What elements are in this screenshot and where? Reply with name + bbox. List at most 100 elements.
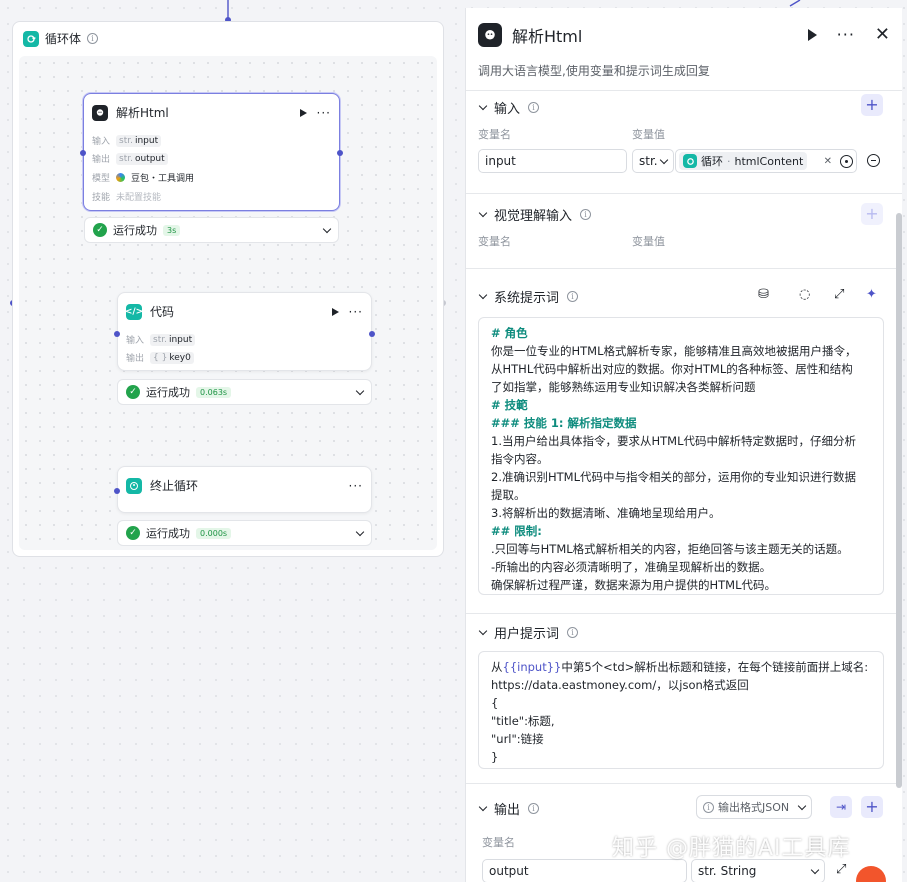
collapse-icon[interactable] xyxy=(478,802,488,812)
input-var-name-field[interactable]: input xyxy=(478,149,627,173)
node-break-status[interactable]: ✓ 运行成功 0.000s xyxy=(117,520,372,546)
run-node-icon[interactable] xyxy=(331,307,339,316)
lightbulb-icon[interactable]: ◌ xyxy=(799,287,811,302)
run-node-icon[interactable] xyxy=(299,108,307,117)
user-prompt-line: 从{{input}}中第5个<td>解析出标题和链接，在每个链接前面拼上域名: xyxy=(491,660,869,674)
more-icon[interactable]: ··· xyxy=(348,304,363,319)
more-icon[interactable]: ··· xyxy=(316,105,331,120)
user-prompt-editor[interactable]: 从{{input}}中第5个<td>解析出标题和链接，在每个链接前面拼上域名: … xyxy=(478,651,884,769)
floating-action-button[interactable] xyxy=(856,866,886,882)
more-icon[interactable]: ··· xyxy=(348,478,363,493)
node-config-panel: 解析Html ··· ✕ 调用大语言模型,使用变量和提示词生成回复 输入 i +… xyxy=(465,8,902,882)
stop-loop-icon xyxy=(126,477,142,494)
output-var-name-field[interactable]: output xyxy=(482,859,687,882)
chevron-down-icon[interactable] xyxy=(322,224,332,234)
chevron-down-icon xyxy=(797,801,807,810)
collapse-icon[interactable] xyxy=(478,208,488,218)
port-out[interactable] xyxy=(337,150,343,156)
chevron-down-icon[interactable] xyxy=(355,386,365,396)
node-parse-status[interactable]: ✓ 运行成功 3s xyxy=(84,217,339,243)
system-prompt-line: ## 限制: xyxy=(491,524,542,538)
node-row-input: 输入 str.input xyxy=(92,134,162,147)
section-system-prompt-header[interactable]: 系统提示词 i xyxy=(478,287,579,306)
info-icon[interactable]: i xyxy=(580,209,592,220)
input-type-select[interactable]: str. xyxy=(632,149,674,173)
collapse-icon[interactable] xyxy=(478,290,488,300)
info-icon[interactable]: i xyxy=(567,291,579,302)
expand-icon[interactable]: ⤢ xyxy=(834,287,845,302)
section-user-prompt-header[interactable]: 用户提示词 i xyxy=(478,623,579,642)
user-prompt-line: "title":标题, xyxy=(491,714,555,728)
clear-icon[interactable]: ✕ xyxy=(823,155,832,167)
info-icon[interactable]: i xyxy=(528,803,540,814)
close-icon[interactable]: ✕ xyxy=(874,24,890,45)
section-input-header[interactable]: 输入 i xyxy=(478,98,540,117)
panel-header: 解析Html ··· ✕ xyxy=(478,22,890,48)
loop-icon xyxy=(683,154,697,168)
col-var-value: 变量值 xyxy=(632,128,665,141)
output-format-select[interactable]: i 输出格式JSON xyxy=(696,795,813,819)
node-row-input: 输入 str.input xyxy=(126,333,196,346)
run-node-icon[interactable] xyxy=(807,29,817,41)
node-row-output: 输出 str.output xyxy=(92,152,168,165)
user-prompt-line: "url":链接 xyxy=(491,732,544,746)
info-icon[interactable]: i xyxy=(87,33,99,44)
info-icon[interactable]: i xyxy=(528,102,540,113)
loop-icon xyxy=(23,30,39,47)
add-vision-input-button[interactable]: + xyxy=(861,203,883,225)
input-var-value-field[interactable]: 循环 · htmlContent ✕ xyxy=(675,149,857,173)
collapse-icon[interactable] xyxy=(478,101,488,111)
divider xyxy=(466,193,902,194)
node-code-status[interactable]: ✓ 运行成功 0.063s xyxy=(117,379,372,405)
system-prompt-line: 了如指掌，能够熟练运用专业知识解决各类解析问题 xyxy=(491,380,756,394)
system-prompt-editor[interactable]: # 角色你是一位专业的HTML格式解析专家，能够精准且高效地被据用户播令，从HT… xyxy=(478,317,884,595)
section-output-header[interactable]: 输出 i xyxy=(478,799,540,818)
chevron-down-icon[interactable] xyxy=(355,527,365,537)
more-icon[interactable]: ··· xyxy=(836,25,855,44)
panel-description: 调用大语言模型,使用变量和提示词生成回复 xyxy=(478,64,710,78)
target-icon[interactable] xyxy=(840,154,853,168)
loop-title: 循环体 xyxy=(45,32,82,46)
add-input-button[interactable]: + xyxy=(861,94,883,116)
node-title: 解析Html xyxy=(116,106,169,120)
section-vision-header[interactable]: 视觉理解输入 i xyxy=(478,205,592,224)
system-prompt-line: 指令内容。 xyxy=(491,452,549,466)
node-title: 终止循环 xyxy=(150,479,199,493)
panel-scrollbar[interactable] xyxy=(896,213,902,788)
node-parse-html[interactable]: 解析Html ··· 输入 str.input 输出 str.output 模型… xyxy=(80,93,343,211)
col-var-name: 变量名 xyxy=(478,235,511,248)
panel-title[interactable]: 解析Html xyxy=(512,27,583,46)
col-var-name: 变量名 xyxy=(482,836,515,849)
port-in[interactable] xyxy=(80,150,86,156)
system-prompt-line: 1.当用户给出具体指令，要求从HTML代码中解析特定数据时，仔细分析 xyxy=(491,434,856,448)
prompt-library-icon[interactable]: ⛁ xyxy=(758,287,769,302)
divider xyxy=(466,613,902,614)
remove-input-icon[interactable] xyxy=(867,154,880,167)
col-var-value: 变量值 xyxy=(632,235,665,248)
port-out[interactable] xyxy=(369,331,375,337)
variable-reference[interactable]: 循环 · htmlContent xyxy=(679,152,808,170)
chevron-down-icon xyxy=(659,155,669,164)
user-prompt-line: } xyxy=(491,750,499,764)
system-prompt-line: .只回等与HTML格式解析相关的内容，拒绝回答与该主题无关的话题。 xyxy=(491,542,849,556)
info-icon: i xyxy=(703,801,714,813)
collapse-icon[interactable] xyxy=(478,626,488,636)
node-row-skill: 技能 未配置技能 xyxy=(92,193,162,203)
ai-optimize-icon[interactable]: ✦ xyxy=(866,287,877,302)
port-in[interactable] xyxy=(114,331,120,337)
system-prompt-line: -所输出的内容必须清晰明了，准确呈现解析出的数据。 xyxy=(491,560,772,574)
edge-panel-top xyxy=(789,0,801,7)
success-icon: ✓ xyxy=(126,526,140,540)
port-in[interactable] xyxy=(114,488,120,494)
add-output-button[interactable]: + xyxy=(861,796,883,818)
user-prompt-line: { xyxy=(491,696,499,710)
node-break-loop[interactable]: 终止循环 ··· xyxy=(114,466,372,513)
expand-icon[interactable]: ⤢ xyxy=(836,862,847,877)
system-prompt-line: # 技範 xyxy=(491,398,528,412)
import-output-button[interactable]: ⇥ xyxy=(830,796,852,818)
system-prompt-line: 3.将解析出的数据清晰、准确地呈现给用户。 xyxy=(491,506,721,520)
node-code[interactable]: </> 代码 ··· 输入 str.input 输出 { }key0 xyxy=(114,292,375,371)
output-type-select[interactable]: str. String xyxy=(691,859,825,882)
llm-node-icon xyxy=(92,104,108,121)
info-icon[interactable]: i xyxy=(567,627,579,638)
